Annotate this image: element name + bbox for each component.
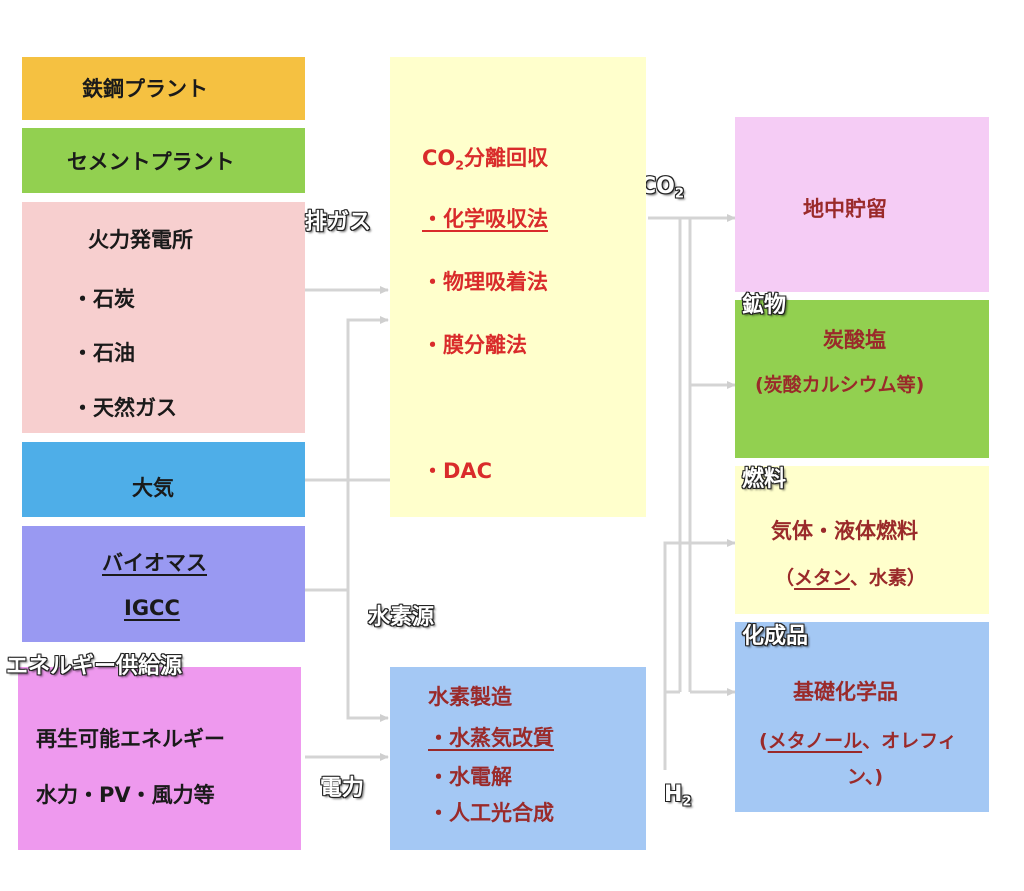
chemicals-sub2: ン、) bbox=[847, 766, 884, 788]
renewable-line2: 水力・PV・風力等 bbox=[36, 783, 215, 807]
co2-capture-box: CO2分離回収 ・化学吸収法 ・物理吸着法 ・膜分離法 ・DAC bbox=[390, 57, 646, 517]
method-dac: ・DAC bbox=[422, 459, 493, 483]
h2-flow-label: H2 bbox=[664, 782, 692, 810]
biomass-label: バイオマス bbox=[102, 551, 207, 575]
hydrogen-production-title: 水素製造 bbox=[428, 685, 512, 709]
co2-capture-title: CO2分離回収 bbox=[422, 146, 549, 173]
method-electrolysis: ・水電解 bbox=[428, 765, 512, 789]
fuel-title: 気体・液体燃料 bbox=[771, 519, 918, 543]
carbonate-sub: (炭酸カルシウム等) bbox=[755, 374, 925, 396]
minerals-label: 鉱物 bbox=[742, 293, 787, 318]
biomass-box: バイオマス IGCC bbox=[22, 526, 305, 642]
method-membrane-separation: ・膜分離法 bbox=[422, 333, 527, 357]
igcc-label: IGCC bbox=[124, 596, 180, 620]
cement-plant-label: セメントプラント bbox=[67, 150, 235, 174]
hydrogen-source-label: 水素源 bbox=[368, 605, 435, 630]
method-chemical-absorption: ・化学吸収法 bbox=[422, 207, 548, 231]
arrow-biomass-down bbox=[346, 590, 389, 722]
geological-storage-box: 地中貯留 bbox=[735, 117, 989, 292]
fuel-box: 気体・液体燃料 （メタン、水素） bbox=[735, 466, 989, 614]
exhaust-gas-label: 排ガス bbox=[305, 210, 372, 235]
electricity-label: 電力 bbox=[320, 776, 365, 801]
steel-plant-label: 鉄鋼プラント bbox=[82, 77, 208, 101]
chemicals-sub1: (メタノール、オレフィ bbox=[759, 730, 957, 752]
cement-plant-box: セメントプラント bbox=[22, 128, 305, 193]
carbonate-title: 炭酸塩 bbox=[823, 328, 886, 352]
method-steam-reforming: ・水蒸気改質 bbox=[428, 726, 554, 750]
atmosphere-box: 大気 bbox=[22, 442, 305, 517]
thermal-item-gas: ・天然ガス bbox=[72, 396, 177, 420]
renewable-box: 再生可能エネルギー 水力・PV・風力等 bbox=[18, 667, 301, 850]
steel-plant-box: 鉄鋼プラント bbox=[22, 57, 305, 120]
chemicals-box: 基礎化学品 (メタノール、オレフィ ン、) bbox=[735, 622, 989, 812]
arrow-h2-up bbox=[663, 539, 736, 770]
renewable-line1: 再生可能エネルギー bbox=[36, 727, 225, 751]
fuel-sub: （メタン、水素） bbox=[775, 567, 926, 589]
fuel-label: 燃料 bbox=[742, 467, 787, 492]
thermal-power-box: 火力発電所 ・石炭 ・石油 ・天然ガス bbox=[22, 202, 305, 433]
chemicals-title: 基礎化学品 bbox=[793, 680, 898, 704]
thermal-item-coal: ・石炭 bbox=[72, 287, 135, 311]
atmosphere-label: 大気 bbox=[132, 476, 174, 500]
co2-flow-label: CO2 bbox=[640, 174, 685, 202]
geological-storage-label: 地中貯留 bbox=[803, 197, 887, 221]
thermal-item-oil: ・石油 bbox=[72, 341, 135, 365]
method-physical-adsorption: ・物理吸着法 bbox=[422, 270, 548, 294]
method-artificial-photosynthesis: ・人工光合成 bbox=[428, 801, 554, 825]
hydrogen-production-box: 水素製造 ・水蒸気改質 ・水電解 ・人工光合成 bbox=[390, 667, 646, 850]
energy-supply-label: エネルギー供給源 bbox=[6, 654, 183, 679]
minerals-box: 炭酸塩 (炭酸カルシウム等) bbox=[735, 300, 989, 458]
chemicals-label: 化成品 bbox=[742, 624, 809, 649]
thermal-power-title: 火力発電所 bbox=[88, 228, 193, 252]
arrow-biomass-up bbox=[346, 316, 389, 590]
